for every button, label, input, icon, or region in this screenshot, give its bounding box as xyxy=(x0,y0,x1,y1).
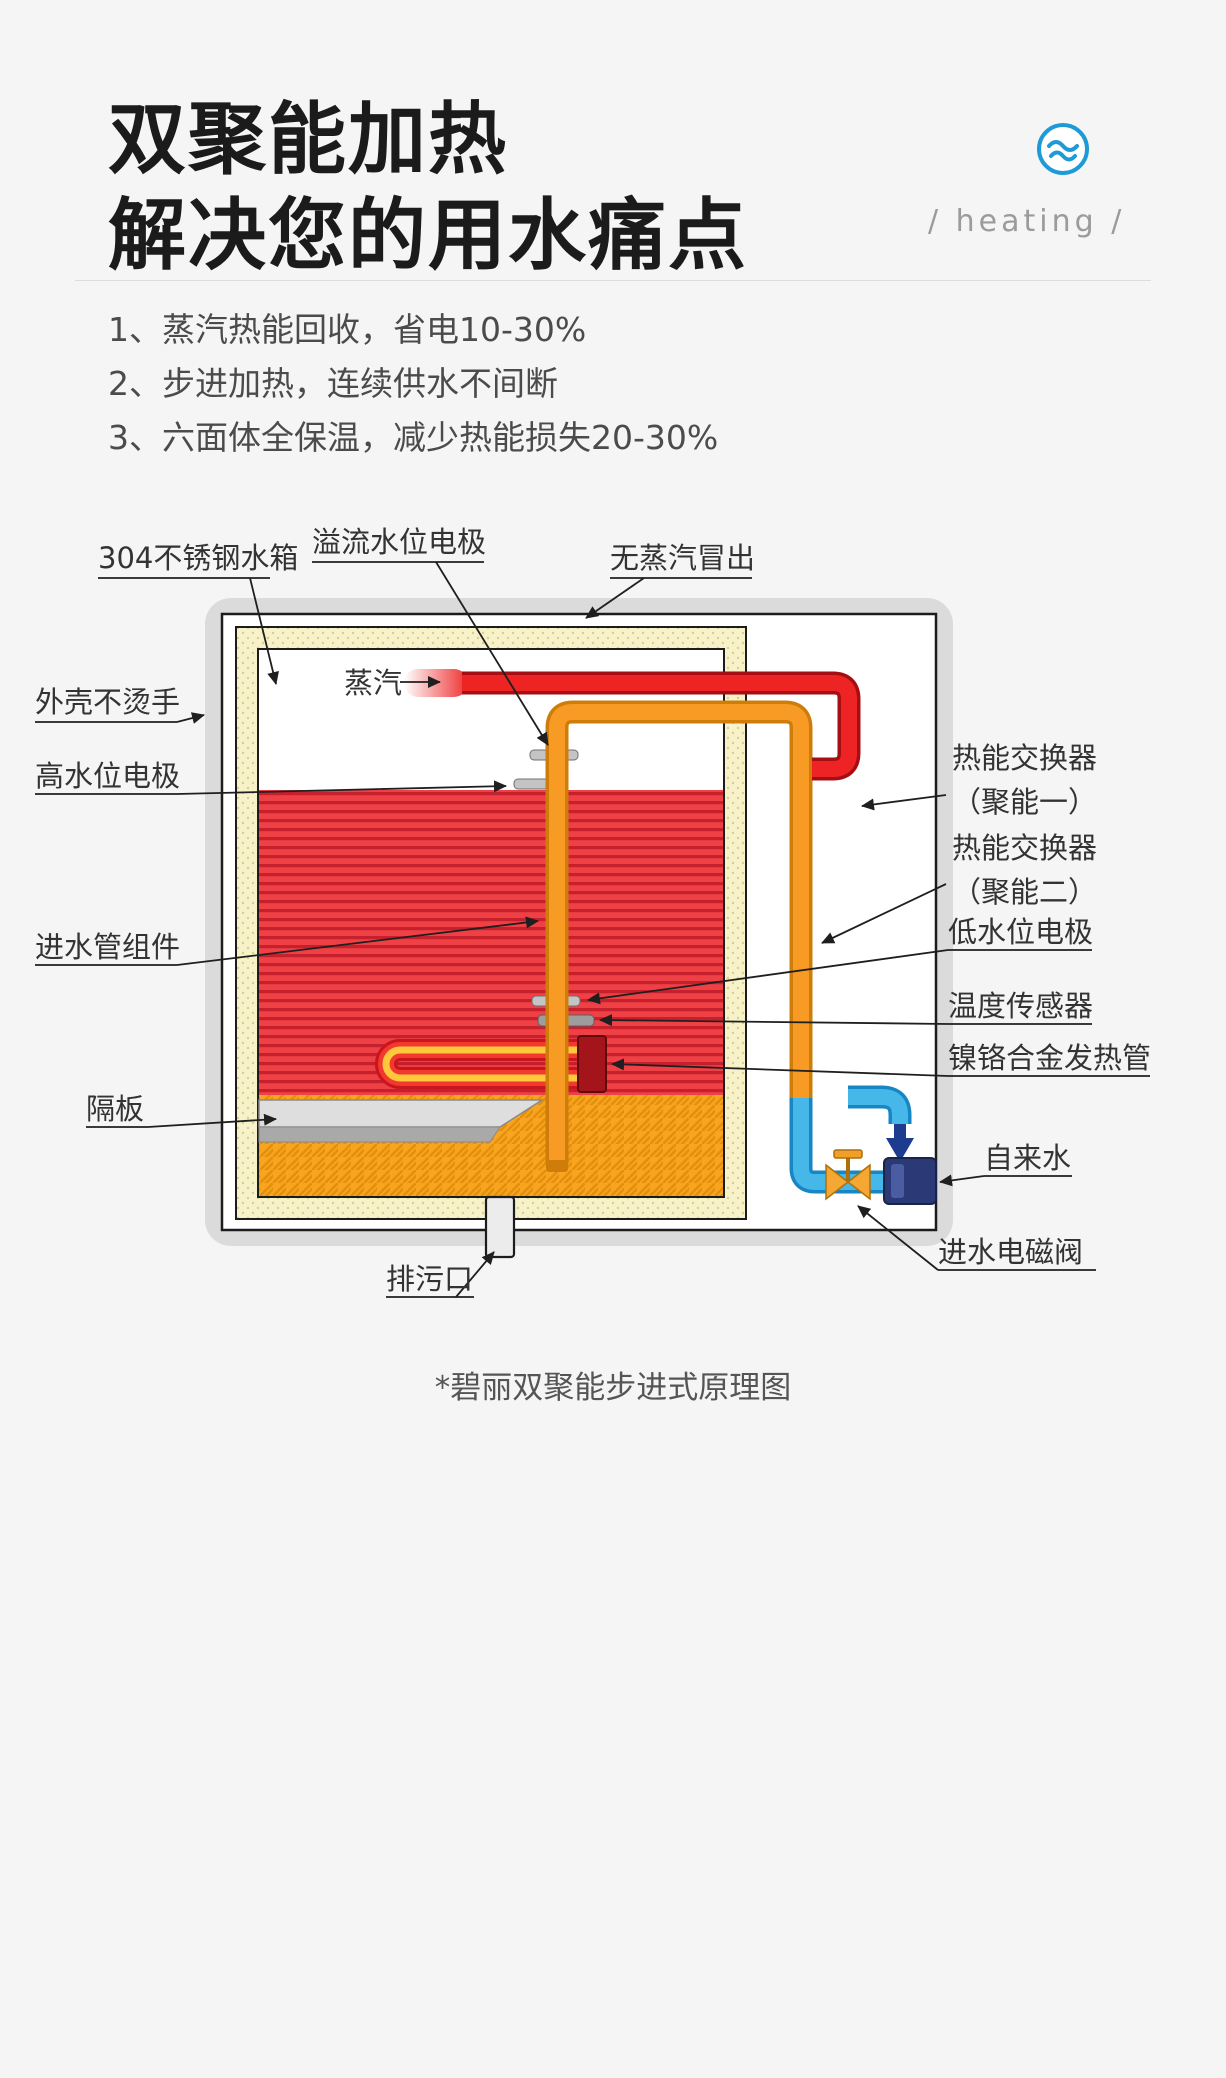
steam-jet xyxy=(404,669,468,697)
solenoid-valve xyxy=(825,1149,871,1201)
page-title-line1: 双聚能加热 xyxy=(108,95,509,185)
page-title-line2: 解决您的用水痛点 xyxy=(108,191,749,281)
feature-item-2: 2、步进加热，连续供水不间断 xyxy=(108,364,558,403)
label-high-electrode: 高水位电极 xyxy=(35,759,180,793)
heating-element xyxy=(375,1035,607,1093)
label-tank: 304不锈钢水箱 xyxy=(98,541,298,575)
tagline: / heating / xyxy=(928,204,1126,239)
label-exchanger1-line1: 热能交换器 xyxy=(952,741,1097,775)
label-low-electrode: 低水位电极 xyxy=(948,915,1093,949)
page-title: 双聚能加热 解决您的用水痛点 xyxy=(108,92,748,284)
label-exchanger2-line1: 热能交换器 xyxy=(952,831,1097,865)
flow-down-arrow xyxy=(886,1138,914,1162)
leader-lines xyxy=(35,561,1150,1298)
feature-item-1: 1、蒸汽热能回收，省电10-30% xyxy=(108,310,587,349)
feature-list: 1、蒸汽热能回收，省电10-30% 2、步进加热，连续供水不间断 3、六面体全保… xyxy=(108,303,718,465)
label-tap-water: 自来水 xyxy=(984,1141,1071,1175)
flow-arrow-stem xyxy=(894,1124,906,1138)
label-temp-sensor: 温度传感器 xyxy=(948,989,1093,1023)
label-exchanger1-line2: （聚能一） xyxy=(952,785,1097,819)
inlet-fitting xyxy=(883,1157,937,1205)
divider xyxy=(75,280,1151,281)
label-shell: 外壳不烫手 xyxy=(35,685,180,719)
label-exchanger2-line2: （聚能二） xyxy=(952,875,1097,909)
feature-item-3: 3、六面体全保温，减少热能损失20-30% xyxy=(108,418,719,457)
cold-water-pipe xyxy=(789,1085,914,1194)
partition-plate xyxy=(258,1099,545,1143)
inlet-pipe-assembly xyxy=(545,700,813,1172)
label-overflow-electrode: 溢流水位电极 xyxy=(312,525,486,559)
label-drain: 排污口 xyxy=(386,1262,473,1296)
diagram-labels: 304不锈钢水箱 溢流水位电极 无蒸汽冒出 外壳不烫手 高水位电极 蒸汽 热能交… xyxy=(35,525,1151,1296)
label-inlet-valve: 进水电磁阀 xyxy=(938,1235,1083,1269)
label-partition: 隔板 xyxy=(86,1092,144,1126)
caption: *碧丽双聚能步进式原理图 xyxy=(434,1370,792,1406)
label-inlet-assembly: 进水管组件 xyxy=(35,930,180,964)
heater-schematic: 304不锈钢水箱 溢流水位电极 无蒸汽冒出 外壳不烫手 高水位电极 蒸汽 热能交… xyxy=(35,525,1151,1298)
label-no-steam: 无蒸汽冒出 xyxy=(610,541,755,575)
drain-outlet-pipe xyxy=(484,1195,516,1259)
label-heating-tube: 镍铬合金发热管 xyxy=(948,1041,1151,1075)
label-steam: 蒸汽 xyxy=(344,666,402,700)
water-wave-icon xyxy=(1037,123,1089,175)
